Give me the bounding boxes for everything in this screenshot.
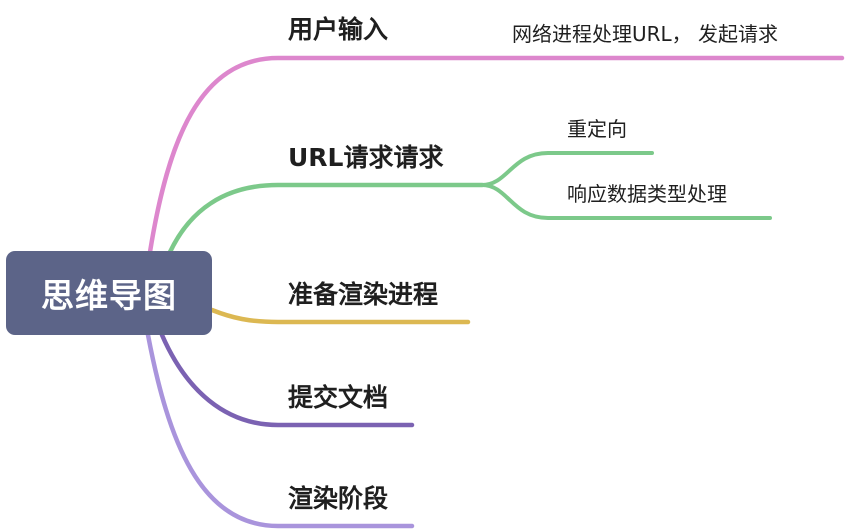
connector-render [145,332,415,529]
connector-response-type [480,183,772,220]
connector-commit [159,332,415,428]
child-network-process-label[interactable]: 网络进程处理URL， 发起请求 [512,22,779,46]
branch-commit-label[interactable]: 提交文档 [288,383,389,412]
root-node-label: 思维导图 [41,276,177,315]
child-response-type-label[interactable]: 响应数据类型处理 [567,182,727,206]
branch-render-label[interactable]: 渲染阶段 [288,484,389,513]
connector-redirect [480,151,654,187]
root-node[interactable]: 思维导图 [6,251,212,335]
child-redirect-label[interactable]: 重定向 [567,117,627,141]
connector-input [147,55,845,255]
connector-prepare [209,307,471,325]
branch-prepare-label[interactable]: 准备渲染进程 [288,280,439,309]
branch-request-label[interactable]: URL请求请求 [288,143,444,172]
branch-input-label[interactable]: 用户输入 [288,15,389,44]
connector-request [167,182,485,255]
